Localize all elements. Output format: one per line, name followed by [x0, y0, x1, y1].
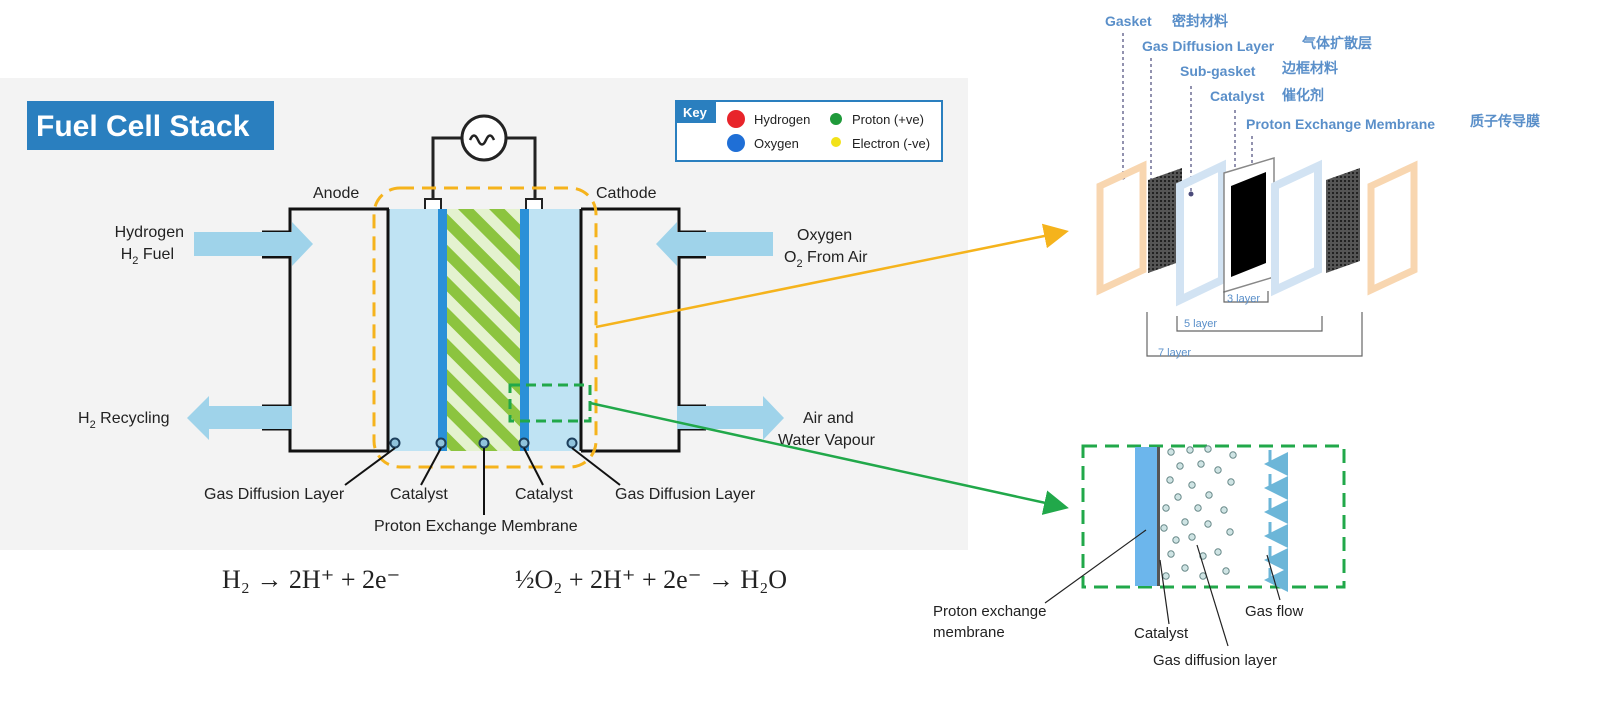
catalyst-cn-label: 催化剂 — [1282, 87, 1324, 103]
hydrogen-in-arrow-icon — [194, 222, 313, 266]
recycling-out-arrow-icon — [187, 396, 292, 440]
key-oxygen: Oxygen — [754, 136, 799, 151]
exploded-mea-view: Gasket 密封材料 Gas Diffusion Layer 气体扩散层 Su… — [1096, 13, 1540, 359]
green-connector-arrow-icon — [589, 401, 1069, 515]
recycling-label: H2 Recycling — [78, 410, 170, 431]
orange-connector-arrow-icon — [595, 223, 1069, 329]
subgasket-cn-label: 边框材料 — [1281, 60, 1338, 76]
title-banner: Fuel Cell Stack — [27, 101, 274, 150]
zoom-pem-label-line1: Proton exchange — [933, 603, 1046, 620]
catalyst-left-label: Catalyst — [390, 486, 448, 503]
gdl-left-label: Gas Diffusion Layer — [204, 486, 345, 503]
proton-dot-icon — [830, 113, 842, 125]
oxygen-in-arrow-icon — [656, 222, 773, 266]
electron-dot-icon — [831, 137, 841, 147]
gasket-label: Gasket — [1105, 13, 1152, 29]
zoom-catalyst-label: Catalyst — [1134, 625, 1189, 642]
water-vapour-label: Water Vapour — [778, 432, 876, 449]
anode-label: Anode — [313, 185, 359, 202]
cathode-equation: ½O₂ + 2H⁺ + 2e⁻ → H₂O — [515, 565, 787, 594]
key-heading: Key — [683, 105, 708, 120]
pem-exploded-label: Proton Exchange Membrane — [1246, 116, 1435, 132]
zoom-pem-label-line2: membrane — [933, 624, 1005, 641]
oxygen-dot-icon — [727, 134, 745, 152]
leader-lines — [344, 447, 621, 515]
key-legend: Key Hydrogen Proton (+ve) Oxygen Electro… — [675, 100, 943, 162]
gas-particles — [1160, 445, 1237, 580]
catalyst-exploded-label: Catalyst — [1210, 88, 1265, 104]
gdl-right-label: Gas Diffusion Layer — [615, 486, 756, 503]
catalyst-strip — [1157, 447, 1160, 586]
key-electron: Electron (-ve) — [852, 136, 930, 151]
key-proton: Proton (+ve) — [852, 112, 924, 127]
hydrogen-dot-icon — [727, 110, 745, 128]
hydrogen-fuel-label: H2 Fuel — [121, 246, 174, 267]
gdl-exploded-label: Gas Diffusion Layer — [1142, 38, 1275, 54]
key-hydrogen: Hydrogen — [754, 112, 810, 127]
layer-markers — [389, 437, 578, 449]
anode-equation: H₂ → 2H⁺ + 2e⁻ — [222, 565, 400, 594]
air-label: Air and — [803, 410, 854, 427]
hydrogen-label: Hydrogen — [115, 224, 184, 241]
cell-layers — [386, 209, 583, 451]
oxygen-air-label: O2 From Air — [784, 249, 868, 270]
subgasket-label: Sub-gasket — [1180, 63, 1256, 79]
zoom-detail-view: Proton exchange membrane Catalyst Gas di… — [933, 444, 1346, 669]
zoom-gdl-label: Gas diffusion layer — [1153, 652, 1277, 669]
membrane-strip — [1135, 447, 1157, 586]
layer3-label: 3 layer — [1227, 293, 1260, 305]
external-circuit — [424, 114, 543, 211]
gdl-cn-label: 气体扩散层 — [1301, 35, 1372, 51]
oxygen-label: Oxygen — [797, 227, 852, 244]
catalyst-right-label: Catalyst — [515, 486, 573, 503]
gasket-cn-label: 密封材料 — [1171, 13, 1228, 29]
layer5-label: 5 layer — [1184, 318, 1217, 330]
page-title: Fuel Cell Stack — [36, 110, 250, 143]
cathode-label: Cathode — [596, 185, 657, 202]
layer7-label: 7 layer — [1158, 347, 1191, 359]
pem-label: Proton Exchange Membrane — [374, 518, 578, 535]
zoom-gas-flow-label: Gas flow — [1245, 603, 1304, 620]
pem-cn-label: 质子传导膜 — [1470, 113, 1540, 129]
